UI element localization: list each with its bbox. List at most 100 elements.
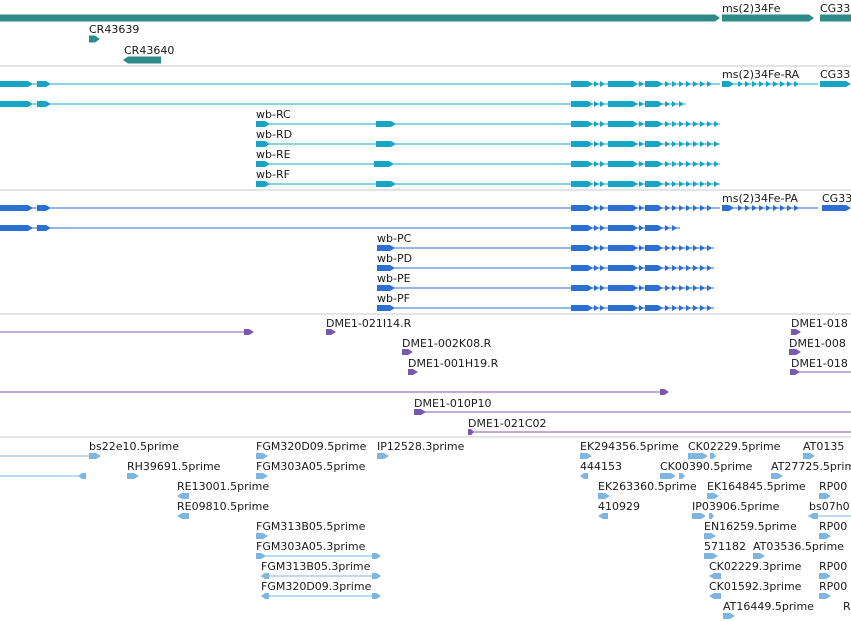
feature-label-rh39691[interactable]: RH39691.5prime xyxy=(127,460,221,473)
feature-label-at27725[interactable]: AT27725.5prime xyxy=(771,460,851,473)
exon-block[interactable] xyxy=(645,225,663,231)
est-block[interactable] xyxy=(704,553,718,559)
exon-block[interactable] xyxy=(571,161,593,167)
exon-block[interactable] xyxy=(645,141,663,147)
feature-label-wb_pf[interactable]: wb-PF xyxy=(377,292,410,305)
exon-block[interactable] xyxy=(376,121,396,127)
feature-label-fgm303a05_3[interactable]: FGM303A05.3prime xyxy=(256,540,366,553)
est-block[interactable] xyxy=(771,473,783,479)
exon-block[interactable] xyxy=(608,265,638,271)
feature-label-ms2_34fe_ra[interactable]: ms(2)34Fe-RA xyxy=(722,68,800,81)
exon-block[interactable] xyxy=(608,121,638,127)
feature-label-n571182[interactable]: 571182 xyxy=(704,540,746,553)
est-block[interactable] xyxy=(256,553,266,559)
feature-label-fgm320d09_3[interactable]: FGM320D09.3prime xyxy=(261,580,372,593)
feature-label-n444153[interactable]: 444153 xyxy=(580,460,622,473)
feature-label-bs07h0[interactable]: bs07h0 xyxy=(809,500,850,513)
exon-block[interactable] xyxy=(608,181,638,187)
est-block[interactable] xyxy=(709,573,721,579)
exon-block[interactable] xyxy=(645,181,663,187)
exon-block[interactable] xyxy=(376,141,396,147)
exon-block[interactable] xyxy=(256,181,270,187)
feature-label-fgm320d09_5[interactable]: FGM320D09.5prime xyxy=(256,440,367,453)
feature-label-ip12528[interactable]: IP12528.3prime xyxy=(377,440,465,453)
feature-label-fgm313b05_5[interactable]: FGM313B05.5prime xyxy=(256,520,366,533)
feature-label-bs22e10[interactable]: bs22e10.5prime xyxy=(89,440,179,453)
est-block[interactable] xyxy=(692,513,706,519)
exon-block[interactable] xyxy=(608,245,638,251)
clone-end[interactable] xyxy=(660,389,669,395)
feature-label-dme_018b[interactable]: DME1-018 xyxy=(791,357,848,370)
est-block[interactable] xyxy=(89,453,101,459)
feature-label-n410929[interactable]: 410929 xyxy=(598,500,640,513)
est-block[interactable] xyxy=(580,453,592,459)
exon-block[interactable] xyxy=(571,81,593,87)
feature-label-at16449[interactable]: AT16449.5prime xyxy=(723,600,814,613)
exon-block[interactable] xyxy=(571,265,593,271)
exon-block[interactable] xyxy=(571,121,593,127)
exon-block[interactable] xyxy=(571,245,593,251)
feature-label-ck02229_5[interactable]: CK02229.5prime xyxy=(688,440,781,453)
est-block[interactable] xyxy=(710,453,716,459)
est-block[interactable] xyxy=(679,473,685,479)
est-block[interactable] xyxy=(704,533,716,539)
exon-block[interactable] xyxy=(608,285,638,291)
exon-block[interactable] xyxy=(571,101,593,107)
est-block[interactable] xyxy=(707,493,719,499)
est-block[interactable] xyxy=(819,493,831,499)
feature-label-r_trunc[interactable]: R xyxy=(843,600,851,613)
feature-label-rp00_d[interactable]: RP00 xyxy=(819,580,847,593)
feature-label-en16259[interactable]: EN16259.5prime xyxy=(704,520,797,533)
exon-block[interactable] xyxy=(0,101,33,107)
est-block[interactable] xyxy=(753,553,765,559)
gene-bar-cg33[interactable] xyxy=(820,14,851,22)
exon-block[interactable] xyxy=(820,81,851,87)
exon-block[interactable] xyxy=(822,205,851,211)
est-block[interactable] xyxy=(261,573,269,579)
clone-end[interactable] xyxy=(468,429,474,435)
exon-block[interactable] xyxy=(377,305,395,311)
est-block[interactable] xyxy=(803,453,815,459)
feature-label-cr43640[interactable]: CR43640 xyxy=(124,44,174,57)
clone-end[interactable] xyxy=(408,369,418,375)
exon-block[interactable] xyxy=(608,305,638,311)
feature-label-at03536[interactable]: AT03536.5prime xyxy=(753,540,844,553)
exon-block[interactable] xyxy=(37,81,51,87)
exon-block[interactable] xyxy=(608,161,638,167)
feature-label-ek164845[interactable]: EK164845.5prime xyxy=(707,480,806,493)
clone-end[interactable] xyxy=(326,329,336,335)
feature-label-dme_001h19[interactable]: DME1-001H19.R xyxy=(408,357,499,370)
est-block[interactable] xyxy=(78,473,86,479)
clone-end[interactable] xyxy=(414,409,426,415)
exon-block[interactable] xyxy=(0,205,33,211)
exon-block[interactable] xyxy=(645,161,663,167)
exon-block[interactable] xyxy=(571,305,593,311)
feature-label-cr43639[interactable]: CR43639 xyxy=(89,23,139,36)
exon-block[interactable] xyxy=(377,285,395,291)
exon-block[interactable] xyxy=(645,305,663,311)
exon-block[interactable] xyxy=(722,81,734,87)
exon-block[interactable] xyxy=(37,205,51,211)
feature-label-rp00_a[interactable]: RP00 xyxy=(819,480,847,493)
feature-label-ek263360[interactable]: EK263360.5prime xyxy=(598,480,697,493)
exon-block[interactable] xyxy=(256,121,270,127)
feature-label-dme_021c02[interactable]: DME1-021C02 xyxy=(468,417,547,430)
exon-block[interactable] xyxy=(608,81,638,87)
feature-label-ck01592[interactable]: CK01592.3prime xyxy=(709,580,802,593)
feature-label-wb_pd[interactable]: wb-PD xyxy=(377,252,412,265)
exon-block[interactable] xyxy=(645,265,663,271)
feature-label-ms2_34fe_pa[interactable]: ms(2)34Fe-PA xyxy=(722,192,798,205)
est-block[interactable] xyxy=(372,593,381,599)
clone-end[interactable] xyxy=(789,349,801,355)
exon-block[interactable] xyxy=(0,225,33,231)
exon-block[interactable] xyxy=(256,161,270,167)
feature-label-ck00390[interactable]: CK00390.5prime xyxy=(660,460,753,473)
feature-label-ms2_34fe[interactable]: ms(2)34Fe xyxy=(722,2,781,15)
feature-label-wb_pe[interactable]: wb-PE xyxy=(377,272,411,285)
feature-label-fgm313b05_3[interactable]: FGM313B05.3prime xyxy=(261,560,371,573)
exon-block[interactable] xyxy=(608,225,638,231)
exon-block[interactable] xyxy=(37,101,51,107)
exon-block[interactable] xyxy=(571,141,593,147)
feature-label-dme_021i14[interactable]: DME1-021I14.R xyxy=(326,317,412,330)
exon-block[interactable] xyxy=(645,121,663,127)
